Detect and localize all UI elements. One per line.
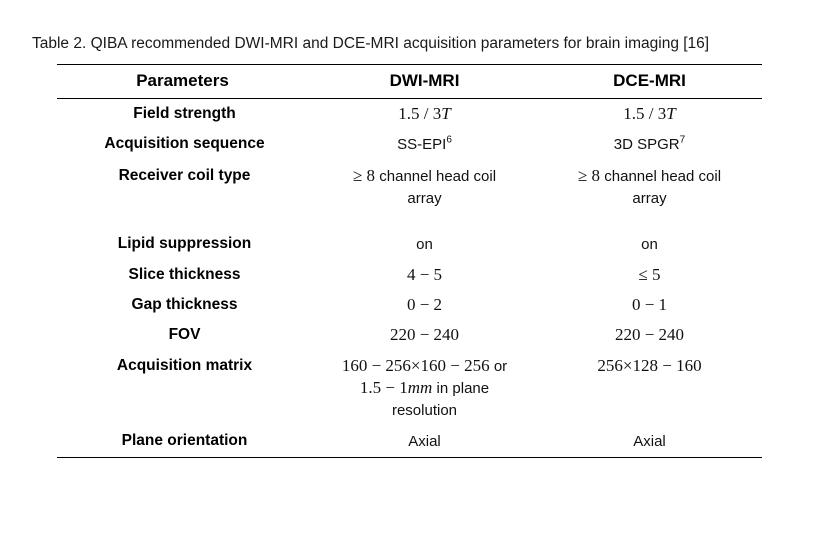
row-label-lipid-suppression: Lipid suppression [117, 235, 252, 252]
table-row: FOV 220 − 240 220 − 240 [57, 320, 762, 350]
cell-text-sans: channel head coil [379, 168, 497, 185]
row-label-fov: FOV [168, 326, 201, 343]
table-row: Receiver coil type ≥ 8 channel head coil… [57, 160, 762, 229]
row-label-slice-thickness: Slice thickness [128, 266, 241, 283]
cell-dwi-field-strength: 1.5 / 3T [312, 99, 537, 130]
table-row: Plane orientation Axial Axial [57, 426, 762, 458]
footnote-marker: 7 [679, 134, 686, 146]
qiba-parameters-table: Parameters DWI-MRI DCE-MRI Field strengt… [57, 64, 762, 458]
cell-dce-slice-thickness: ≤ 5 [638, 265, 661, 284]
row-label-acquisition-matrix: Acquisition matrix [116, 357, 253, 374]
cell-text-sans: channel head coil [604, 168, 722, 185]
header-row: Parameters DWI-MRI DCE-MRI [57, 64, 762, 99]
table-body: Field strength 1.5 / 3T 1.5 / 3T Acquisi… [57, 99, 762, 458]
footnote-marker: 6 [446, 134, 452, 146]
column-header-dce-mri: DCE-MRI [537, 64, 762, 99]
table-caption: Table 2. QIBA recommended DWI-MRI and DC… [32, 35, 710, 52]
row-label-plane-orientation: Plane orientation [121, 432, 248, 449]
cell-unit-italic: mm [407, 378, 433, 397]
column-header-dwi-mri: DWI-MRI [312, 64, 537, 99]
cell-dwi-plane-orientation: Axial [312, 426, 537, 458]
cell-text: Axial [408, 433, 441, 450]
row-label-gap-thickness: Gap thickness [131, 296, 238, 313]
cell-dce-plane-orientation: Axial [537, 426, 762, 458]
cell-dce-gap-thickness: 0 − 1 [631, 295, 668, 314]
cell-text-line1: 160 − 256×160 − 256 [341, 356, 490, 375]
table-row: Lipid suppression on on [57, 229, 762, 260]
row-label-receiver-coil-type: Receiver coil type [118, 167, 251, 184]
table-row: Slice thickness 4 − 5 ≤ 5 [57, 260, 762, 290]
cell-dce-receiver-coil-type: ≥ 8 channel head coil array [537, 160, 762, 229]
cell-dwi-lipid-suppression: on [312, 229, 537, 260]
cell-dwi-receiver-coil-type: ≥ 8 channel head coil array [312, 160, 537, 229]
row-label-field-strength: Field strength [133, 105, 236, 122]
cell-text-or: or [493, 358, 508, 375]
cell-text: on [416, 236, 433, 253]
cell-text: SS-EPI [397, 136, 447, 153]
cell-text: 1.5 / 3 [398, 104, 442, 123]
cell-dce-acquisition-matrix: 256×128 − 160 [597, 356, 702, 375]
cell-dce-fov: 220 − 240 [614, 325, 685, 344]
table-row: Acquisition sequence SS-EPI6 3D SPGR7 [57, 129, 762, 160]
cell-text: ≥ 8 [352, 166, 376, 185]
table-row: Gap thickness 0 − 2 0 − 1 [57, 290, 762, 320]
cell-text-line2: array [407, 190, 442, 207]
cell-text: 3D SPGR [613, 136, 680, 153]
cell-unit-italic: T [666, 104, 676, 123]
cell-dwi-acquisition-sequence: SS-EPI6 [312, 129, 537, 160]
cell-text: on [641, 236, 658, 253]
cell-text: ≥ 8 [577, 166, 601, 185]
table-container: Parameters DWI-MRI DCE-MRI Field strengt… [57, 64, 762, 458]
row-label-acquisition-sequence: Acquisition sequence [104, 135, 265, 152]
cell-text-in-plane: in plane [436, 380, 490, 397]
cell-dwi-acquisition-matrix: 160 − 256×160 − 256 or 1.5 − 1mm in plan… [312, 350, 537, 426]
column-header-parameters: Parameters [57, 64, 312, 99]
cell-dce-field-strength: 1.5 / 3T [537, 99, 762, 130]
cell-dwi-slice-thickness: 4 − 5 [406, 265, 443, 284]
table-row: Field strength 1.5 / 3T 1.5 / 3T [57, 99, 762, 130]
cell-dce-lipid-suppression: on [537, 229, 762, 260]
cell-text: 1.5 / 3 [623, 104, 667, 123]
cell-text: Axial [633, 433, 666, 450]
cell-unit-italic: T [441, 104, 451, 123]
cell-dwi-fov: 220 − 240 [389, 325, 460, 344]
table-row: Acquisition matrix 160 − 256×160 − 256 o… [57, 350, 762, 426]
cell-dce-acquisition-sequence: 3D SPGR7 [537, 129, 762, 160]
cell-text-line2: array [632, 190, 667, 207]
cell-text-line2: 1.5 − 1 [359, 378, 408, 397]
table-header: Parameters DWI-MRI DCE-MRI [57, 64, 762, 99]
cell-text-line3: resolution [391, 402, 458, 419]
cell-dwi-gap-thickness: 0 − 2 [406, 295, 443, 314]
